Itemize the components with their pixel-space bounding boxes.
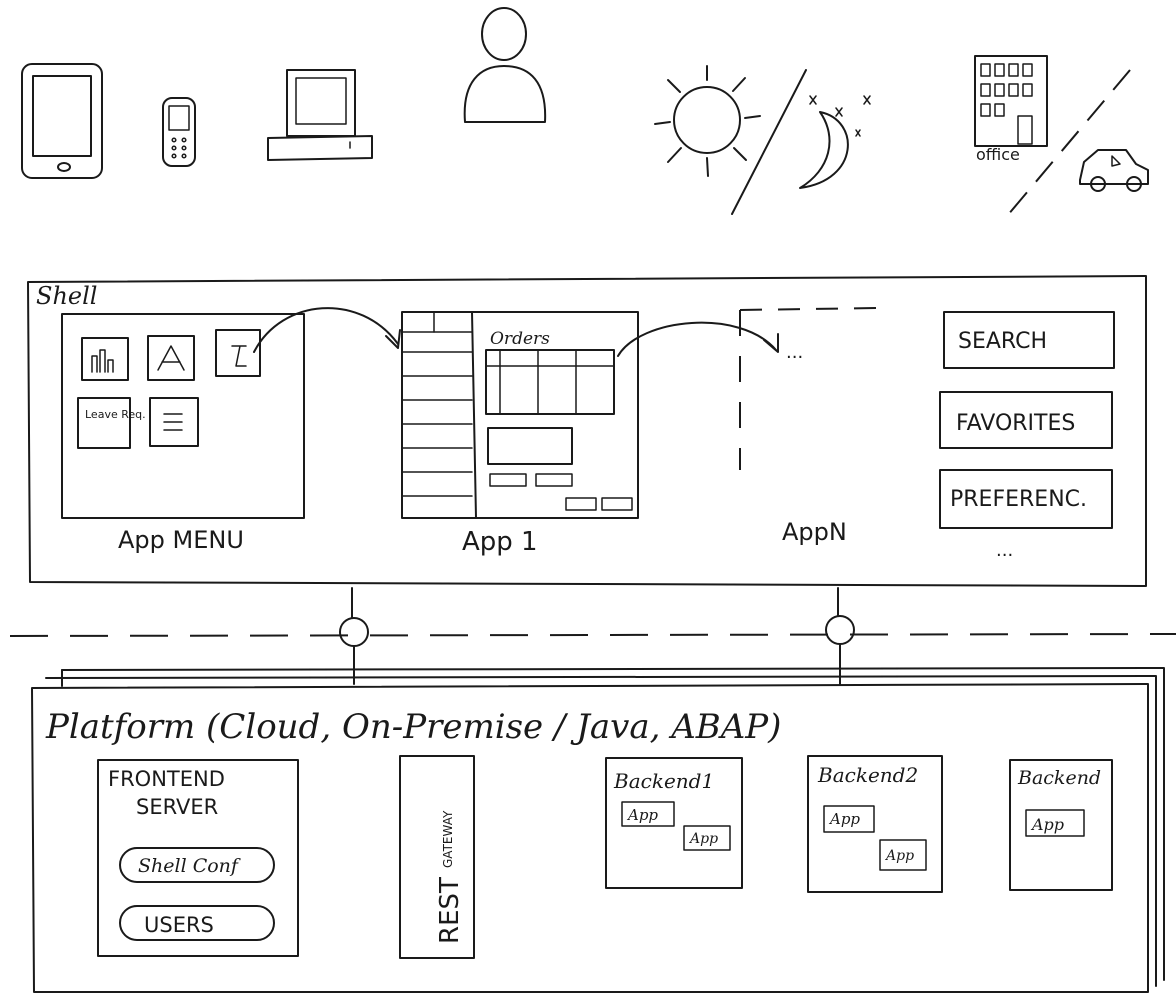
moon-icon — [799, 95, 871, 189]
backend1-app-label: App — [626, 806, 658, 824]
connector — [339, 587, 369, 685]
app-menu-panel[interactable]: Leave Req. — [61, 313, 305, 519]
users-label: USERS — [144, 913, 214, 937]
chart-app-tile[interactable] — [81, 337, 129, 381]
backend3-app[interactable]: App — [1025, 809, 1085, 837]
phone-icon — [162, 97, 196, 167]
leave-request-tile[interactable]: Leave Req. — [77, 397, 146, 449]
desktop-computer-icon — [267, 69, 373, 161]
backend2-app[interactable]: App — [823, 805, 875, 833]
rest-gateway-box — [399, 755, 475, 959]
frontend-title-line2: SERVER — [136, 795, 218, 819]
backend1-app[interactable]: App — [683, 825, 731, 851]
platform-title: Platform (Cloud, On-Premise / Java, ABAP… — [45, 707, 781, 747]
favorites-button[interactable]: FAVORITES — [939, 391, 1113, 449]
favorites-button-label: FAVORITES — [956, 411, 1075, 436]
action-button[interactable] — [535, 473, 573, 487]
shell-frame — [27, 275, 1147, 587]
appn-panel[interactable] — [739, 307, 881, 470]
office-label: office — [976, 145, 1020, 164]
preferences-button-label: PREFERENC. — [950, 487, 1087, 512]
car-icon — [1079, 149, 1149, 192]
frontend-server-box — [97, 759, 299, 957]
platform-frame-stack — [31, 667, 1165, 993]
rest-label: REST — [435, 877, 465, 944]
shell-conf-label: Shell Conf — [138, 855, 241, 877]
app-menu-label: App MENU — [118, 526, 244, 554]
backend3-app-label: App — [1030, 815, 1064, 834]
backend1-app-label: App — [688, 831, 718, 847]
preferences-button[interactable]: PREFERENC. — [939, 469, 1113, 529]
app1-label: App 1 — [462, 527, 538, 557]
appn-ellipsis: ... — [786, 342, 803, 363]
detail-form — [487, 427, 573, 465]
divider-slash — [731, 69, 807, 215]
search-button[interactable]: SEARCH — [943, 311, 1115, 369]
frontend-title-line1: FRONTEND — [108, 767, 225, 791]
search-button-label: SEARCH — [958, 329, 1047, 354]
appn-label: AppN — [782, 518, 847, 546]
document-app-tile[interactable] — [215, 329, 261, 377]
navigation-arrow — [253, 307, 401, 353]
office-building-icon — [974, 55, 1048, 147]
orders-title: Orders — [490, 329, 550, 349]
footer-button[interactable] — [601, 497, 633, 511]
leave-request-label: Leave Req. — [85, 408, 146, 421]
navigation-arrow — [617, 321, 779, 357]
backend2-app-label: App — [828, 810, 860, 828]
backend1-app[interactable]: App — [621, 801, 675, 827]
network-line — [9, 633, 1176, 637]
tablet-icon — [21, 63, 103, 179]
backend3-box — [1009, 759, 1113, 891]
backend2-app-label: App — [884, 848, 914, 864]
users-pill[interactable]: USERS — [119, 905, 275, 941]
footer-button[interactable] — [565, 497, 597, 511]
backend2-box — [807, 755, 943, 893]
text-app-tile[interactable] — [147, 335, 195, 381]
shell-conf-pill[interactable]: Shell Conf — [119, 847, 275, 883]
divider-slash — [1001, 69, 1131, 223]
sun-icon — [654, 65, 761, 177]
gateway-label: GATEWAY — [441, 810, 455, 868]
shell-title: Shell — [36, 282, 97, 310]
backend2-title: Backend2 — [817, 763, 918, 787]
backend1-title: Backend1 — [613, 769, 714, 793]
list-app-tile[interactable] — [149, 397, 199, 447]
backend1-box — [605, 757, 743, 889]
backend2-app[interactable]: App — [879, 839, 927, 871]
user-icon — [463, 7, 547, 123]
backend3-title: Backend — [1017, 767, 1101, 789]
action-button[interactable] — [489, 473, 527, 487]
app1-panel[interactable] — [401, 311, 639, 519]
more-ellipsis: ... — [996, 540, 1013, 561]
orders-table[interactable] — [485, 349, 615, 415]
